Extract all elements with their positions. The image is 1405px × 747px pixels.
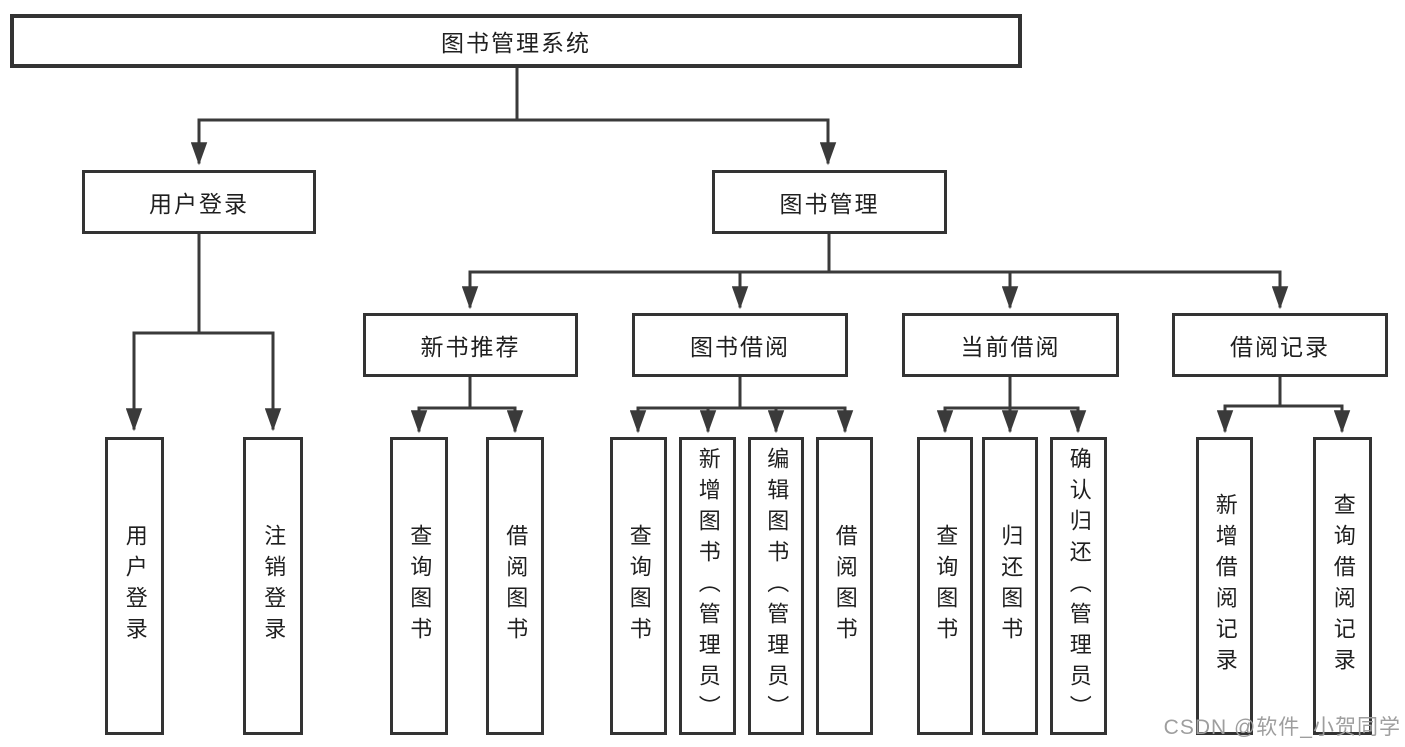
node-user-login: 用户登录 bbox=[82, 170, 316, 234]
leaf-query-books-current: 查询图书 bbox=[917, 437, 973, 735]
node-borrowing-records: 借阅记录 bbox=[1172, 313, 1388, 377]
leaf-return-books: 归还图书 bbox=[982, 437, 1038, 735]
leaf-logout-label: 注销登录 bbox=[261, 524, 287, 648]
leaf-user-login: 用户登录 bbox=[105, 437, 164, 735]
node-new-book-recommendation: 新书推荐 bbox=[363, 313, 578, 377]
leaf-edit-book-admin-label: 编辑图书（管理员） bbox=[764, 446, 790, 726]
node-library-management-system: 图书管理系统 bbox=[10, 14, 1022, 68]
node-book-borrowing-label: 图书借阅 bbox=[690, 334, 790, 360]
leaf-add-borrow-record: 新增借阅记录 bbox=[1196, 437, 1253, 735]
leaf-confirm-return-admin-label: 确认归还（管理员） bbox=[1066, 446, 1092, 726]
leaf-add-borrow-record-label: 新增借阅记录 bbox=[1212, 493, 1238, 679]
leaf-logout: 注销登录 bbox=[243, 437, 303, 735]
node-borrowing-records-label: 借阅记录 bbox=[1230, 334, 1330, 360]
node-book-management: 图书管理 bbox=[712, 170, 947, 234]
csdn-watermark: CSDN @软件_小贺同学 bbox=[1163, 716, 1401, 739]
node-book-borrowing: 图书借阅 bbox=[632, 313, 848, 377]
node-book-management-label: 图书管理 bbox=[779, 191, 880, 217]
node-current-borrowing: 当前借阅 bbox=[902, 313, 1119, 377]
leaf-return-books-label: 归还图书 bbox=[998, 524, 1024, 648]
leaf-query-borrow-record-label: 查询借阅记录 bbox=[1330, 493, 1356, 679]
leaf-add-book-admin-label: 新增图书（管理员） bbox=[695, 446, 721, 726]
leaf-borrow-books-recommend: 借阅图书 bbox=[486, 437, 544, 735]
leaf-query-books-recommend-label: 查询图书 bbox=[407, 524, 433, 648]
node-library-management-system-label: 图书管理系统 bbox=[441, 30, 591, 56]
leaf-query-books-borrowing-label: 查询图书 bbox=[626, 524, 652, 648]
node-new-book-recommendation-label: 新书推荐 bbox=[420, 334, 521, 360]
leaf-query-books-borrowing: 查询图书 bbox=[610, 437, 667, 735]
leaf-borrow-books-borrowing: 借阅图书 bbox=[816, 437, 873, 735]
leaf-confirm-return-admin: 确认归还（管理员） bbox=[1050, 437, 1107, 735]
node-user-login-label: 用户登录 bbox=[149, 191, 249, 217]
leaf-user-login-label: 用户登录 bbox=[122, 524, 148, 648]
leaf-borrow-books-recommend-label: 借阅图书 bbox=[503, 524, 529, 648]
leaf-query-borrow-record: 查询借阅记录 bbox=[1313, 437, 1372, 735]
leaf-query-books-recommend: 查询图书 bbox=[390, 437, 448, 735]
leaf-query-books-current-label: 查询图书 bbox=[933, 524, 959, 648]
leaf-edit-book-admin: 编辑图书（管理员） bbox=[748, 437, 804, 735]
node-current-borrowing-label: 当前借阅 bbox=[960, 334, 1061, 360]
leaf-add-book-admin: 新增图书（管理员） bbox=[679, 437, 736, 735]
leaf-borrow-books-borrowing-label: 借阅图书 bbox=[832, 524, 858, 648]
